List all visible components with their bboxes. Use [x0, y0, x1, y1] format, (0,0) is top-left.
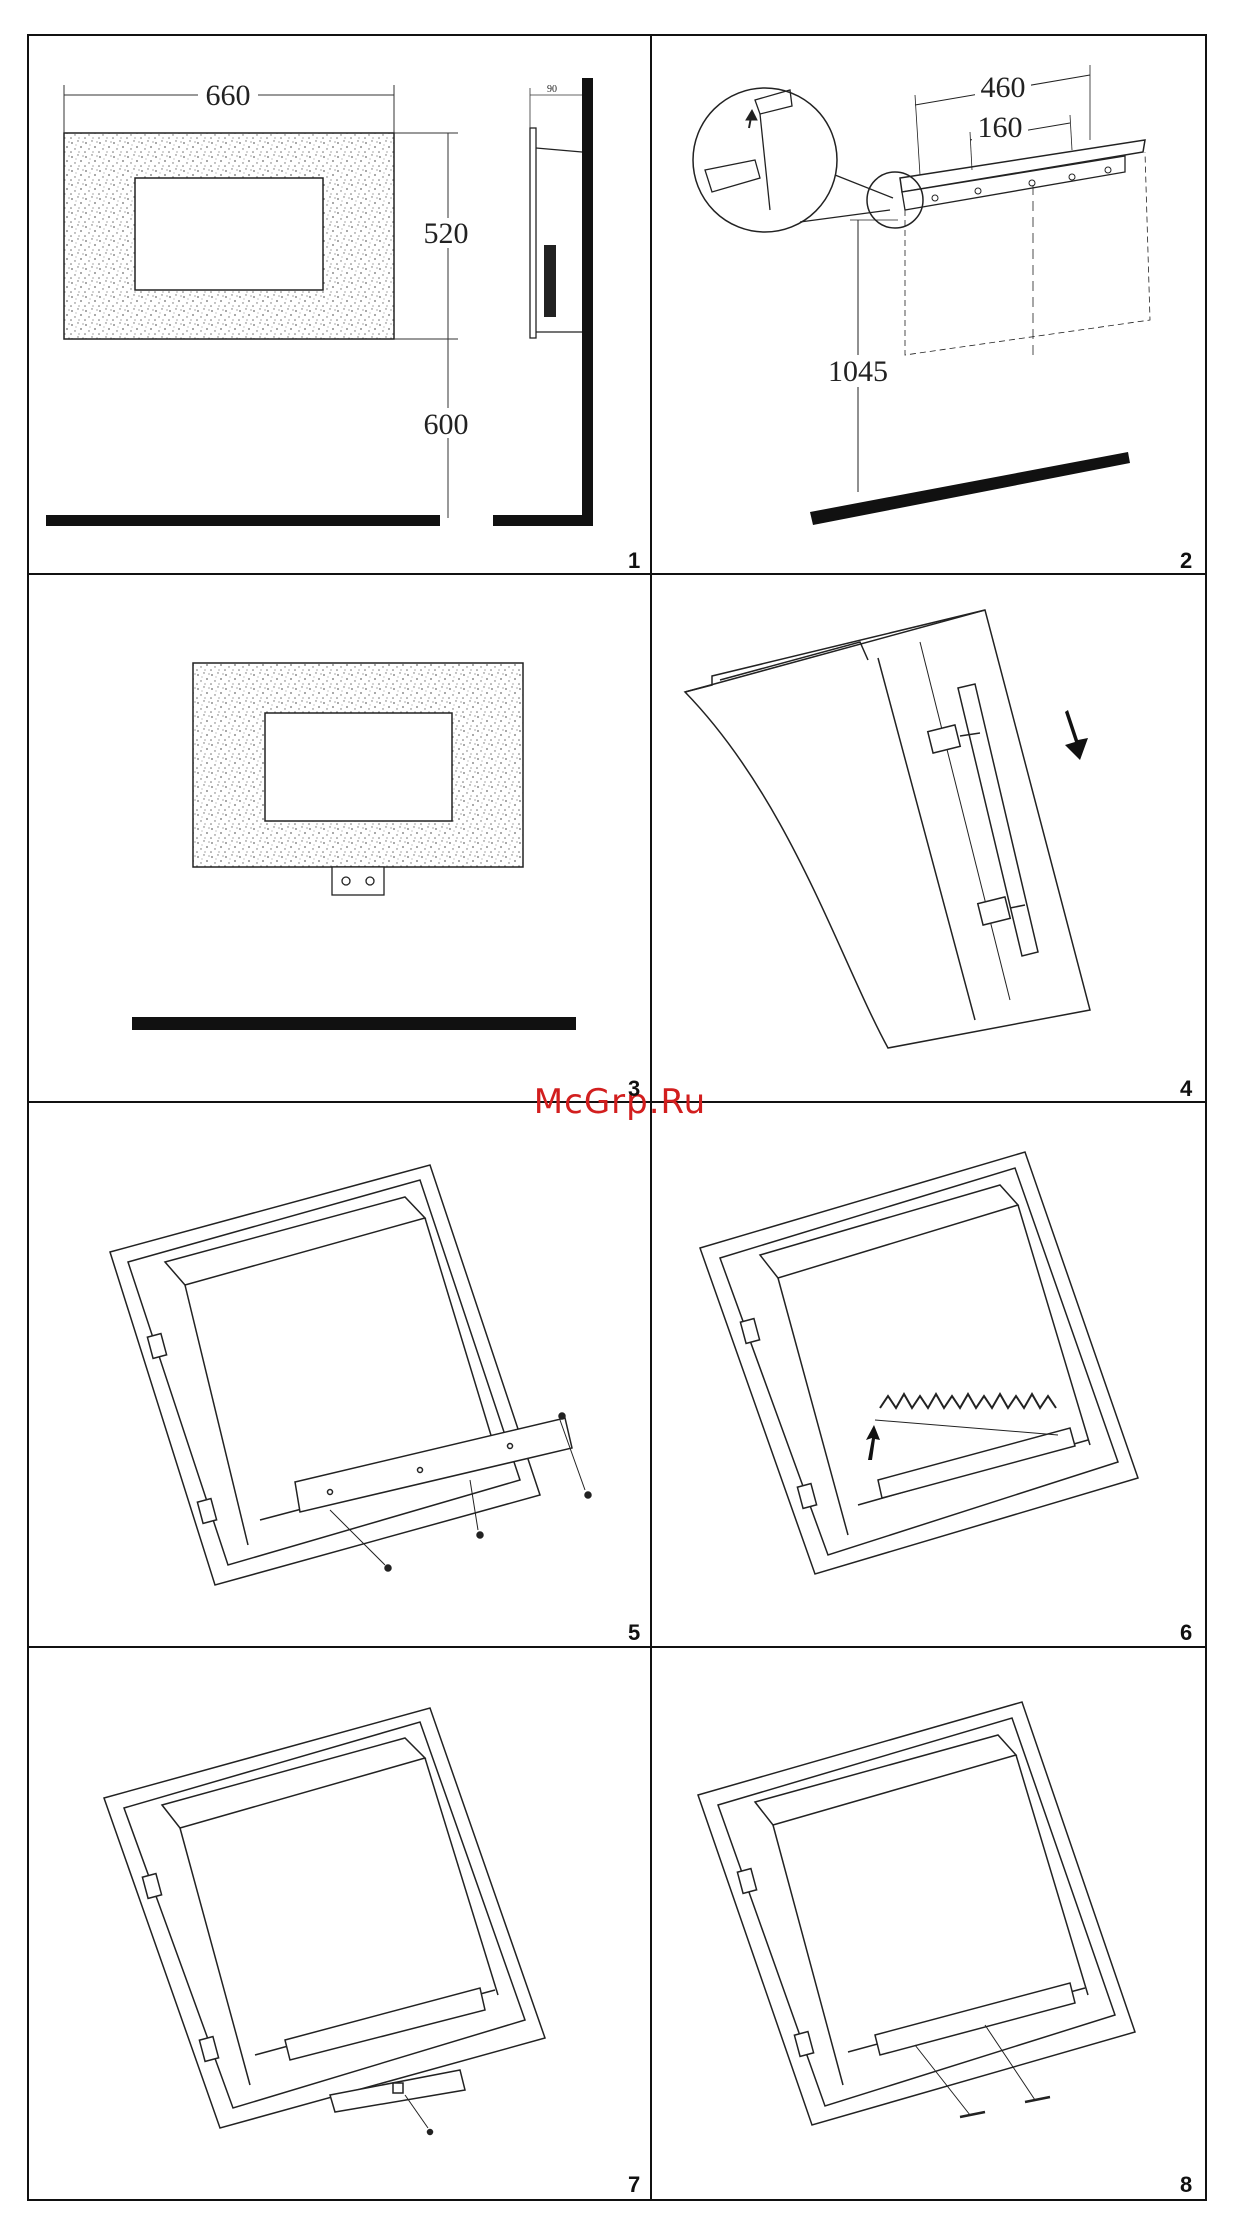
dim-width: 660: [206, 79, 251, 112]
dim-depth: 90: [547, 84, 557, 95]
panel-5-diagram: [110, 1165, 591, 1585]
dim-floor: 600: [424, 408, 469, 441]
panel-2-diagram: [693, 65, 1150, 492]
panel-3-diagram: [132, 663, 576, 1030]
watermark: McGrp.Ru: [0, 1082, 1240, 1122]
wall-bracket: [332, 867, 384, 895]
fireplace-opening: [135, 178, 323, 290]
panel-number-8: 8: [1180, 2172, 1192, 2198]
panel-8-diagram: [698, 1702, 1135, 2125]
dim-160: 160: [978, 111, 1023, 144]
panel-6-diagram: [700, 1152, 1138, 1574]
panel-number-2: 2: [1180, 548, 1192, 574]
dim-1045: 1045: [828, 355, 888, 388]
panel-number-7: 7: [628, 2172, 640, 2198]
panel-number-1: 1: [628, 548, 640, 574]
panel-7-diagram: [104, 1708, 545, 2135]
panel-number-6: 6: [1180, 1620, 1192, 1646]
panel-number-4: 4: [1180, 1076, 1192, 1102]
arrow-down-icon: [1065, 710, 1088, 760]
dim-height: 520: [424, 217, 469, 250]
panel-number-5: 5: [628, 1620, 640, 1646]
panel-1-diagram: 660 520 600 90: [46, 78, 593, 526]
dim-460: 460: [981, 71, 1026, 104]
floor-line: [46, 515, 440, 526]
wall-section: [582, 78, 593, 526]
panel-4-diagram: [685, 610, 1090, 1048]
panel-number-3: 3: [628, 1076, 640, 1102]
